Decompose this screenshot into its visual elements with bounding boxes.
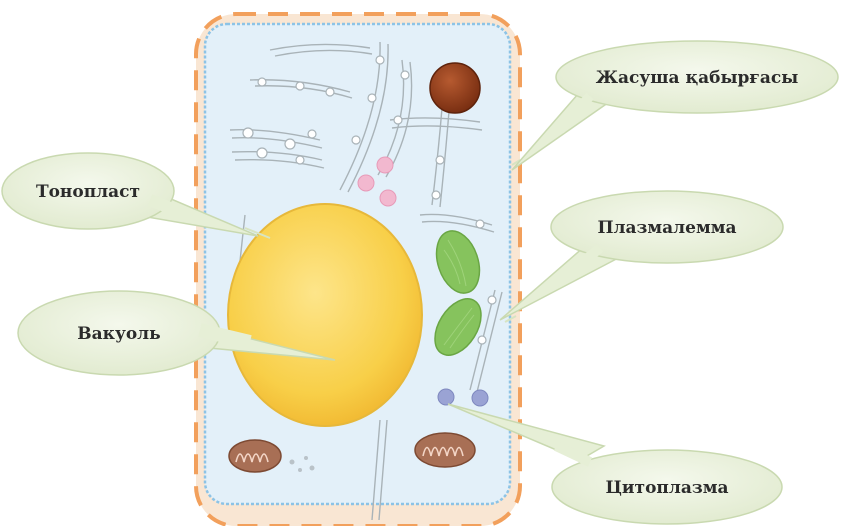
label-tonoplast: Тонопласт <box>36 182 140 202</box>
callout-plasmalemma: Плазмалемма <box>500 191 783 320</box>
vacuole <box>228 204 422 426</box>
label-cell-wall: Жасуша қабырғасы <box>596 68 799 88</box>
label-vacuole: Вакуоль <box>77 324 160 344</box>
label-cytoplasm: Цитоплазма <box>606 478 729 498</box>
label-plasmalemma: Плазмалемма <box>597 218 736 238</box>
nucleus <box>430 63 480 113</box>
callout-cell-wall: Жасуша қабырғасы <box>512 41 838 170</box>
